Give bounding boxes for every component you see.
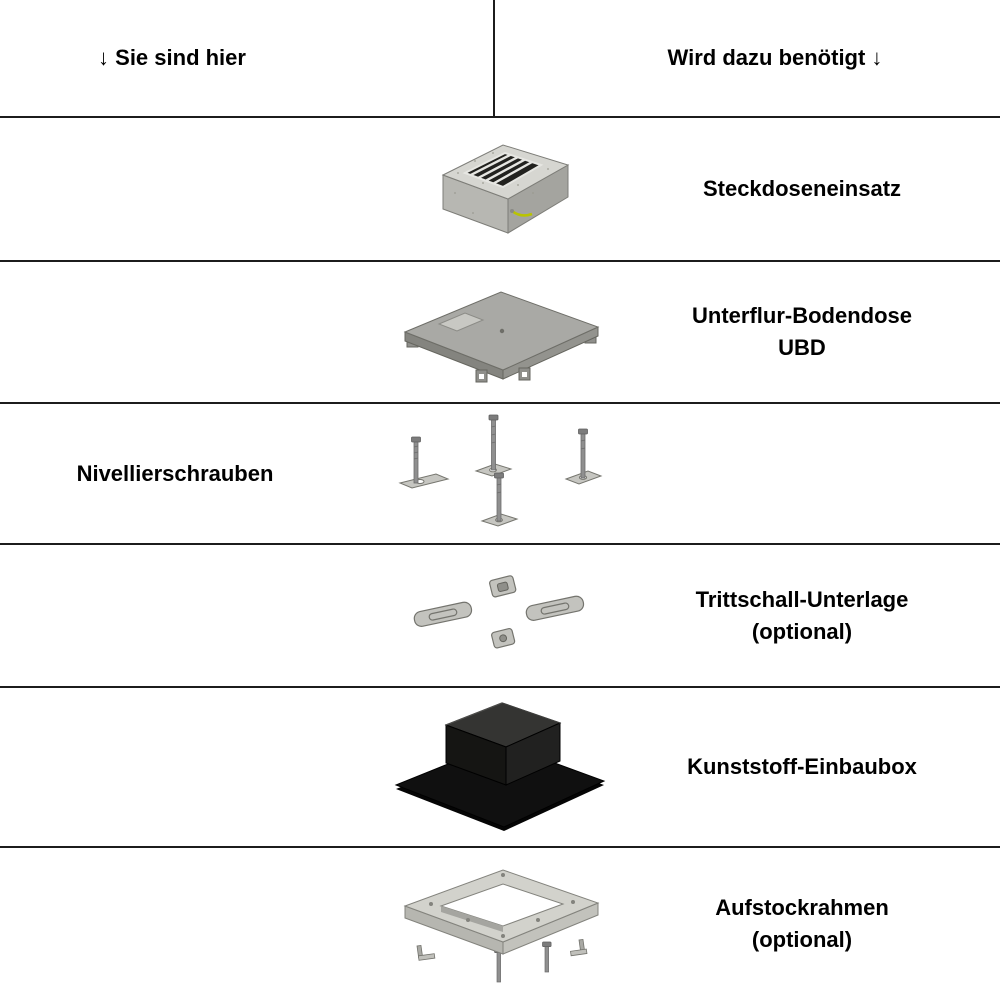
row2-left-cell <box>0 262 330 402</box>
row3-left-cell: Nivellierschrauben <box>0 404 330 543</box>
row5-left-cell <box>0 688 330 846</box>
row4-right-cell: Trittschall-Unterlage (optional) <box>670 545 1000 686</box>
product-label: Trittschall-Unterlage <box>695 586 909 612</box>
leveling-screws-icon <box>397 414 602 527</box>
row2-right-cell: Unterflur-Bodendose UBD <box>670 262 1000 402</box>
row1-image-cell <box>330 118 670 260</box>
row1-right-cell: Steckdoseneinsatz <box>670 118 1000 260</box>
row6-left-cell <box>0 848 330 1000</box>
stacking-frame-icon <box>403 869 599 983</box>
product-label: Steckdoseneinsatz <box>702 176 902 202</box>
product-sublabel: (optional) <box>751 618 853 644</box>
plastic-mounting-box-icon <box>394 702 606 831</box>
row6-right-cell: Aufstockrahmen (optional) <box>670 848 1000 1000</box>
header-left-label: ↓ Sie sind hier <box>98 45 246 70</box>
product-label: Aufstockrahmen <box>715 895 889 921</box>
row4-image-cell <box>330 545 670 686</box>
underfloor-box-icon <box>403 290 599 382</box>
sound-insulation-pads-icon <box>413 575 585 649</box>
row1-left-cell <box>0 118 330 260</box>
row4-left-cell <box>0 545 330 686</box>
row2-image-cell <box>330 262 670 402</box>
row5-image-cell <box>330 688 670 846</box>
product-label: Unterflur-Bodendose UBD <box>692 303 912 360</box>
table-row-trittschall-unterlage: Trittschall-Unterlage (optional) <box>0 545 1000 688</box>
table-row-aufstockrahmen: Aufstockrahmen (optional) <box>0 848 1000 1000</box>
row3-right-cell <box>670 404 1000 543</box>
row3-image-cell <box>330 404 670 543</box>
header-right-label: Wird dazu benötigt ↓ <box>667 45 883 70</box>
table-row-kunststoff-einbaubox: Kunststoff-Einbaubox <box>0 688 1000 848</box>
product-sublabel: (optional) <box>751 927 853 952</box>
row5-right-cell: Kunststoff-Einbaubox <box>670 688 1000 846</box>
row6-image-cell <box>330 848 670 1000</box>
product-label: Kunststoff-Einbaubox <box>687 754 917 780</box>
socket-insert-icon <box>441 144 569 234</box>
table-row-steckdoseneinsatz: Steckdoseneinsatz <box>0 118 1000 262</box>
table-header: ↓ Sie sind hier Wird dazu benötigt ↓ <box>0 0 1000 118</box>
header-divider <box>493 0 495 116</box>
product-label: Nivellierschrauben <box>76 460 274 486</box>
table-row-unterflur-bodendose: Unterflur-Bodendose UBD <box>0 262 1000 404</box>
table-row-nivellierschrauben: Nivellierschrauben <box>0 404 1000 545</box>
